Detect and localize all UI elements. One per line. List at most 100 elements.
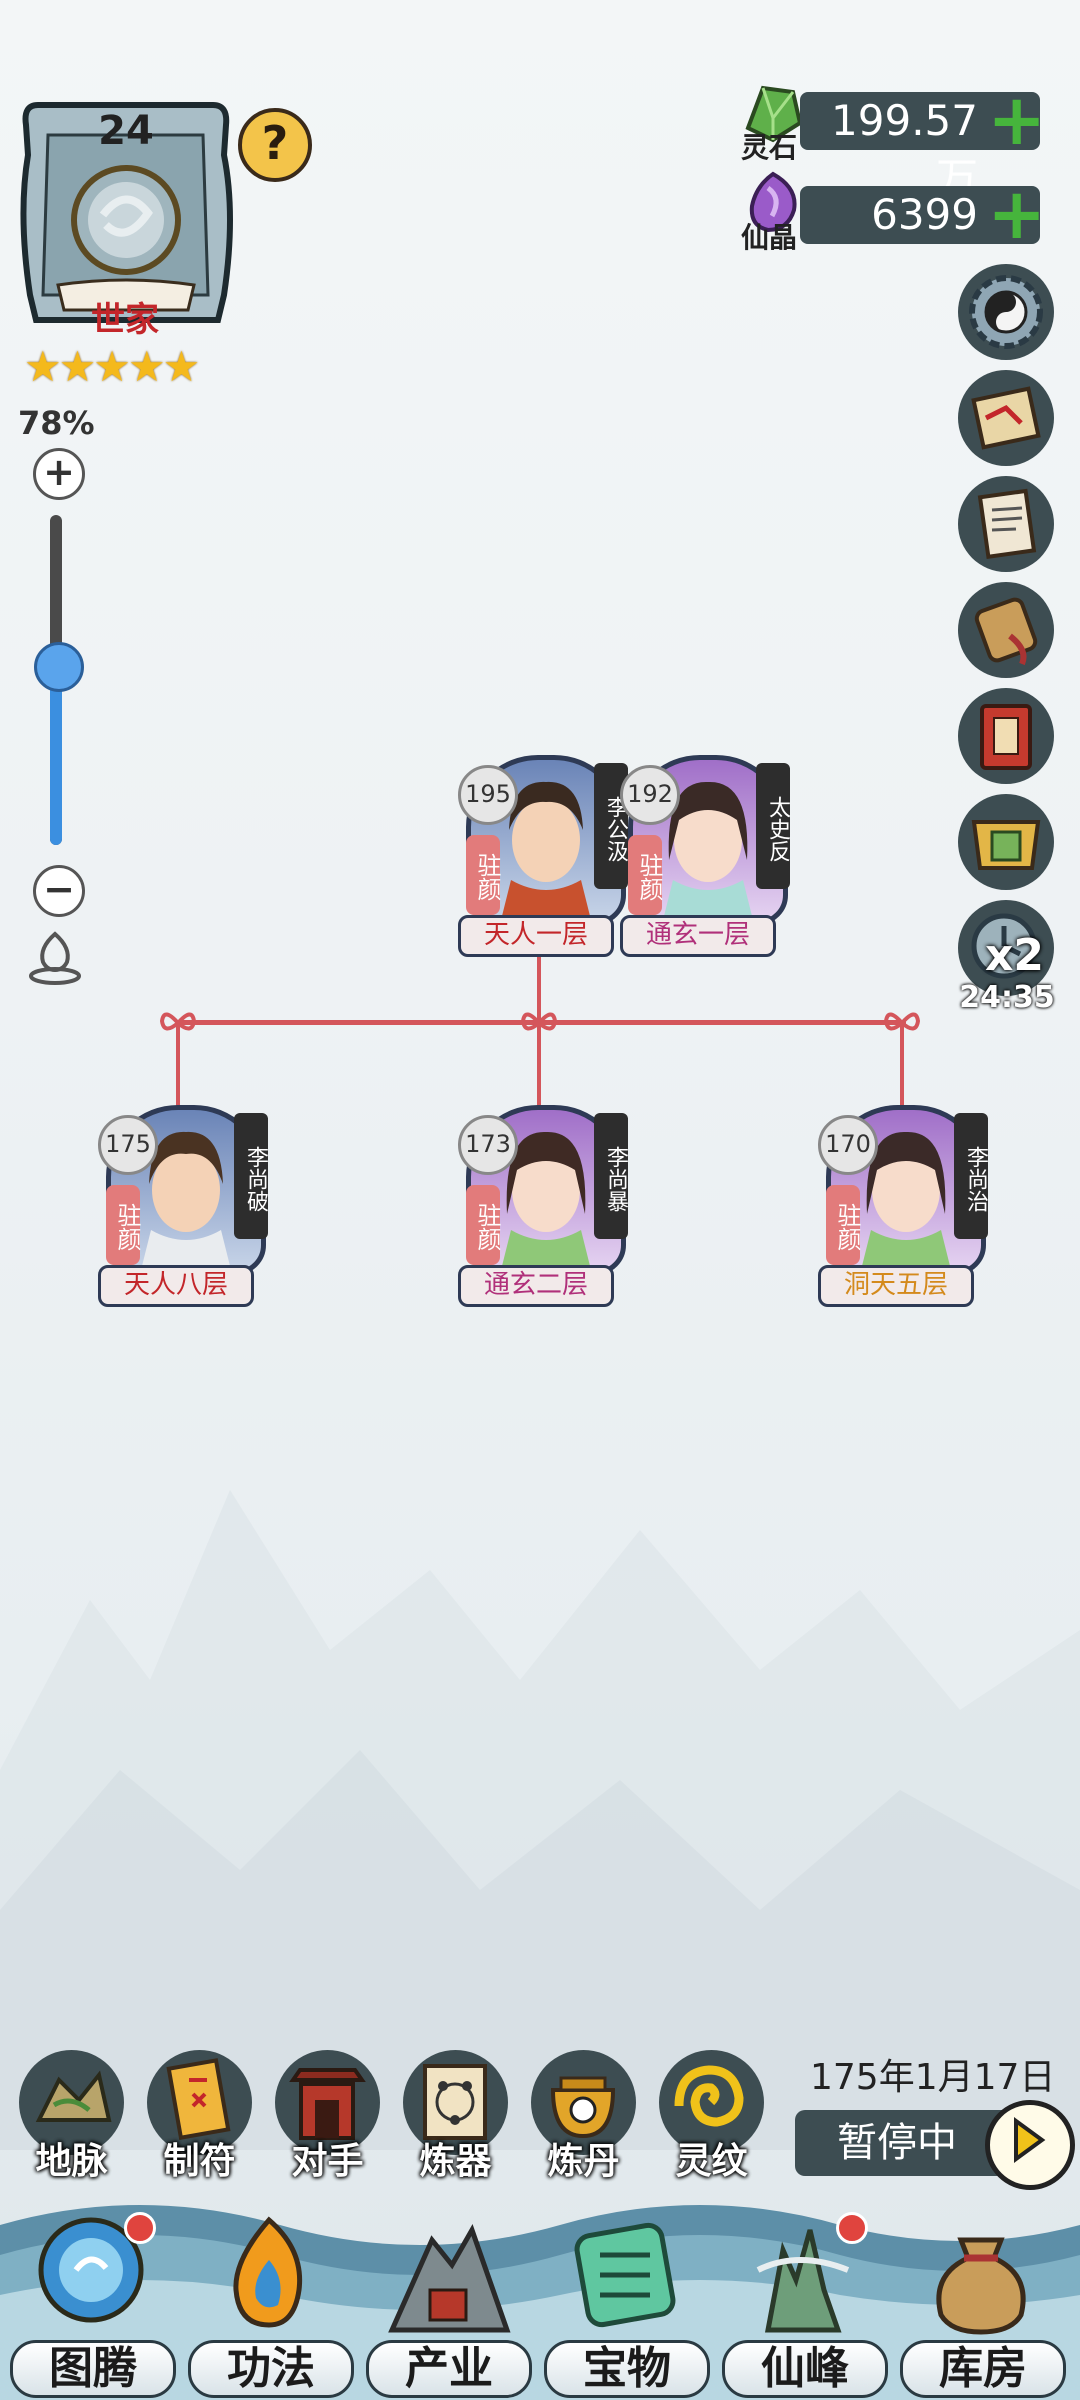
notes-button[interactable] (958, 476, 1054, 572)
nav-storehouse[interactable]: 库房 (894, 2200, 1066, 2400)
tool-alchemy-button[interactable]: 炼丹 (526, 2050, 641, 2182)
member-card-child-2[interactable]: 173 李尚暴 驻颜 通玄二层 (458, 1105, 628, 1307)
treasure-bag-icon (936, 2237, 1026, 2335)
add-immortal-crystal-button[interactable]: + (987, 173, 1046, 255)
tool-label: 地脉 (35, 2141, 108, 2182)
member-realm: 通玄二层 (458, 1265, 614, 1307)
zoom-in-button[interactable]: + (33, 448, 85, 500)
member-level: 192 (620, 765, 680, 825)
spiral-rune-icon (674, 2065, 744, 2127)
nav-label: 功法 (188, 2340, 354, 2398)
knot-icon (520, 1012, 558, 1031)
add-spirit-stone-button[interactable]: + (987, 79, 1046, 161)
tree-line-parent-stem (537, 950, 541, 1022)
immortal-crystal-value: 6399 (871, 190, 978, 239)
member-status-tag: 驻颜 (106, 1185, 141, 1265)
member-level: 195 (458, 765, 518, 825)
mountain-shrine-icon (388, 2224, 511, 2333)
gate-icon (289, 2068, 366, 2140)
member-level: 170 (818, 1115, 878, 1175)
nav-treasure[interactable]: 宝物 (538, 2200, 710, 2400)
spirit-stone-bar: 199.57万 + (800, 85, 1046, 203)
member-card-child-3[interactable]: 170 李尚治 驻颜 洞天五层 (818, 1105, 988, 1307)
spirit-stone-icon (745, 85, 803, 143)
family-stars: ★★★★★ (24, 342, 200, 391)
nav-industry[interactable]: 产业 (360, 2200, 532, 2400)
zoom-slider-handle[interactable] (34, 641, 84, 692)
immortal-peak-icon (756, 2229, 850, 2333)
zoom-percent: 78% (18, 404, 95, 442)
notebook-icon (977, 488, 1037, 560)
tool-talisman-button[interactable]: 制符 (142, 2050, 257, 2182)
tool-label: 炼丹 (547, 2141, 620, 2182)
member-realm: 通玄一层 (620, 915, 776, 957)
knot-icon (159, 1012, 197, 1031)
locate-icon[interactable] (25, 928, 85, 988)
notification-dot (836, 2212, 868, 2244)
red-book-icon (980, 704, 1032, 770)
tool-earth-vein-button[interactable]: 地脉 (14, 2050, 129, 2182)
alchemy-cauldron-icon (550, 2076, 616, 2139)
nav-totem[interactable]: 图腾 (4, 2200, 176, 2400)
member-realm: 天人八层 (98, 1265, 254, 1307)
member-name: 李尚暴 (594, 1113, 628, 1239)
family-rank-name: 世家 (91, 300, 159, 340)
nav-immortal-peak[interactable]: 仙峰 (716, 2200, 888, 2400)
scroll-button[interactable] (958, 582, 1054, 678)
book-button[interactable] (958, 688, 1054, 784)
family-rank-frame[interactable] (18, 95, 233, 345)
member-name: 太史反 (756, 763, 790, 889)
notification-dot (124, 2212, 156, 2244)
scroll-icon (974, 597, 1038, 666)
play-icon (1014, 2117, 1046, 2163)
member-realm: 天人一层 (458, 915, 614, 957)
zoom-out-button[interactable]: − (33, 865, 85, 917)
immortal-crystal-label: 仙晶 (740, 221, 797, 254)
tool-label: 制符 (163, 2141, 236, 2182)
tool-refine-artifact-button[interactable]: 炼器 (398, 2050, 513, 2182)
totem-mirror-icon (38, 2217, 144, 2323)
tree-line-child-1 (176, 1022, 180, 1132)
member-name: 李尚破 (234, 1113, 268, 1239)
speed-clock-icon (971, 913, 1037, 979)
flame-technique-icon (233, 2216, 303, 2328)
speed-up-button[interactable] (958, 900, 1054, 996)
tool-spirit-rune-button[interactable]: 灵纹 (654, 2050, 769, 2182)
spirit-stone-label: 灵石 (740, 131, 797, 164)
nav-label: 图腾 (10, 2340, 176, 2398)
speed-timer: 24:35 (959, 980, 1055, 1015)
member-level: 173 (458, 1115, 518, 1175)
forge-diagram-icon (423, 2064, 487, 2140)
tool-label: 炼器 (419, 2141, 492, 2182)
tree-line-child-2 (537, 1022, 541, 1132)
zoom-slider-fill (50, 663, 62, 845)
help-button[interactable]: ? (238, 108, 312, 182)
nav-label: 宝物 (544, 2340, 710, 2398)
member-status-tag: 驻颜 (466, 1185, 501, 1265)
tree-line-child-3 (900, 1022, 904, 1132)
member-card-parent-1[interactable]: 195 李公汲 驻颜 天人一层 (458, 755, 628, 957)
member-realm: 洞天五层 (818, 1265, 974, 1307)
member-card-child-1[interactable]: 175 李尚破 驻颜 天人八层 (98, 1105, 268, 1307)
game-date: 175年1月17日 (810, 2057, 1056, 2098)
nav-technique[interactable]: 功法 (182, 2200, 354, 2400)
settings-button[interactable] (958, 264, 1054, 360)
member-status-tag: 驻颜 (826, 1185, 861, 1265)
member-level: 175 (98, 1115, 158, 1175)
tool-label: 对手 (291, 2141, 364, 2182)
earth-vein-icon (35, 2070, 112, 2122)
family-level: 24 (98, 108, 154, 154)
tool-label: 灵纹 (675, 2141, 748, 2182)
member-status-tag: 驻颜 (466, 835, 501, 915)
map-button[interactable] (958, 370, 1054, 466)
play-button[interactable] (985, 2100, 1075, 2190)
yin-yang-gear-icon (969, 275, 1043, 349)
nav-label: 仙峰 (722, 2340, 888, 2398)
nav-label: 产业 (366, 2340, 532, 2398)
member-card-parent-2[interactable]: 192 太史反 驻颜 通玄一层 (620, 755, 790, 957)
plaque-button[interactable] (958, 794, 1054, 890)
tool-rival-button[interactable]: 对手 (270, 2050, 385, 2182)
speed-multiplier: x2 (985, 930, 1044, 981)
plaque-icon (971, 820, 1041, 870)
immortal-crystal-bar: 6399 + (800, 179, 1046, 249)
